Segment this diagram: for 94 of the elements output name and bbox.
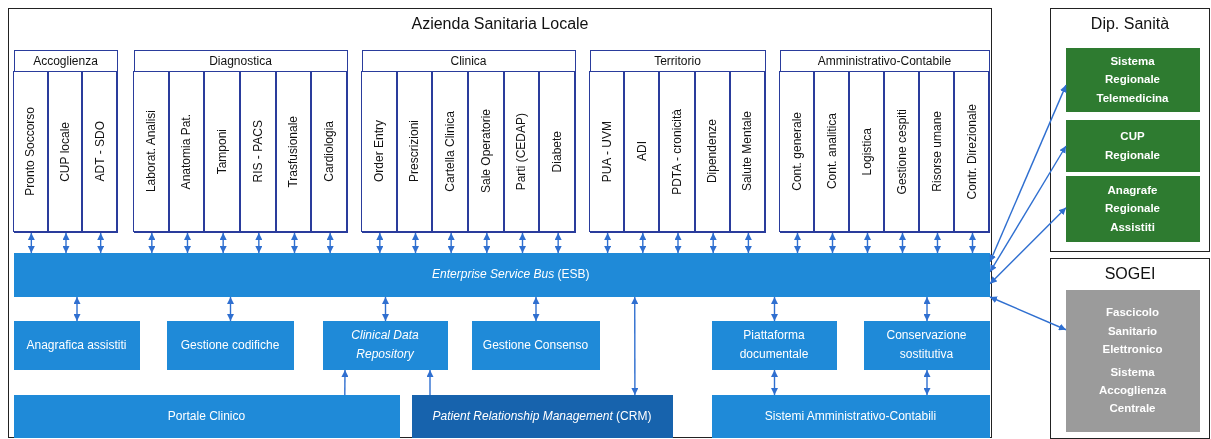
arrow: [519, 232, 526, 254]
arrow: [989, 145, 1067, 273]
service-block: Gestione codifiche: [166, 320, 294, 370]
system-name: Fascicolo Sanitario Elettronico: [1101, 305, 1164, 358]
arrow: [532, 296, 540, 322]
module-card: PUA - UVM: [589, 71, 625, 232]
module-card: Sale Operatorie: [468, 71, 504, 232]
arrow: [426, 369, 434, 396]
arrow: [771, 369, 778, 396]
arrow: [341, 369, 349, 396]
arrow: [899, 232, 906, 254]
department-panel: [1050, 258, 1210, 439]
arrow: [744, 232, 752, 254]
panel-title: Azienda Sanitaria Locale: [410, 15, 590, 33]
module-card: Anatomia Pat.: [168, 71, 205, 232]
service-bus-bar: Enterprise Service Bus (ESB): [13, 252, 990, 297]
module-card: Tamponi: [204, 71, 240, 232]
service-block: Portale Clinico: [13, 394, 400, 438]
category-group: [779, 49, 990, 233]
system-block: [1065, 289, 1200, 432]
arrow: [829, 232, 836, 254]
arrow: [255, 232, 263, 254]
system-block: Anagrafe Regionale Assistiti: [1065, 175, 1200, 242]
arrow: [382, 296, 389, 322]
module-card: ADT - SDO: [82, 71, 117, 232]
arrow: [27, 232, 35, 254]
module-card: PDTA - cronicità: [659, 71, 695, 232]
service-block: Piattaforma documentale: [711, 320, 837, 370]
module-card: Cont. generale: [779, 71, 814, 232]
system-name: Sistema Accoglienza Centrale: [1097, 364, 1168, 417]
module-card: RIS - PACS: [240, 71, 276, 232]
arrow: [326, 232, 334, 254]
arrow: [604, 232, 612, 254]
arrow: [62, 232, 70, 254]
module-card: Order Entry: [361, 71, 397, 232]
module-card: Risorse umane: [919, 71, 954, 232]
module-card: ADI: [624, 71, 660, 232]
arrow: [184, 232, 191, 254]
arrow: [631, 296, 639, 396]
arrow: [923, 296, 931, 322]
arrow: [674, 232, 682, 254]
module-card: Gestione cespiti: [884, 71, 919, 232]
arrow: [771, 296, 778, 322]
arrow: [969, 232, 976, 254]
module-card: Diabete: [539, 71, 575, 232]
arrow: [989, 84, 1067, 263]
system-block: Sistema Regionale Telemedicina: [1065, 47, 1200, 112]
arrow: [412, 232, 419, 254]
module-card: Parti (CEDAP): [503, 71, 540, 232]
arrow: [794, 232, 801, 254]
arrow: [97, 232, 105, 254]
category-group: [133, 49, 348, 233]
module-card: Pronto Soccorso: [13, 71, 48, 232]
service-block: Sistemi Amministrativo-Contabili: [711, 394, 990, 438]
service-block: Gestione Consenso: [471, 320, 600, 370]
category-group: [361, 49, 576, 233]
arrow: [483, 232, 491, 254]
module-card: Contr. Direzionale: [954, 71, 989, 232]
module-card: Cartella Clinica: [432, 71, 468, 232]
arrow: [148, 232, 156, 254]
category-group: [13, 49, 118, 233]
arrow: [554, 232, 562, 254]
service-block: Conservazione sostitutiva: [863, 320, 990, 370]
arrow: [227, 296, 234, 322]
module-card: Salute Mentale: [729, 71, 765, 232]
arrow: [709, 232, 717, 254]
arrow: [447, 232, 455, 254]
module-card: Cont. analitica: [814, 71, 849, 232]
module-card: Trasfusionale: [275, 71, 312, 232]
organization-panel: [8, 8, 992, 438]
arrow: [989, 296, 1067, 331]
department-panel: [1050, 8, 1210, 252]
arrow: [923, 369, 931, 396]
panel-title: Dip. Sanità: [1089, 15, 1171, 33]
service-block: Patient Relationship Management (CRM): [411, 394, 673, 438]
system-block: CUP Regionale: [1065, 119, 1200, 172]
module-card: Dipendenze: [694, 71, 730, 232]
service-block: Anagrafica assistiti: [13, 320, 140, 370]
arrow: [864, 232, 871, 254]
panel-title: SOGEI: [1103, 265, 1157, 283]
module-card: CUP locale: [47, 71, 83, 232]
arrow: [376, 232, 384, 254]
arrow: [219, 232, 227, 254]
module-card: Logistica: [849, 71, 884, 232]
category-group: [589, 49, 766, 233]
arrow: [934, 232, 941, 254]
service-block: Clinical Data Repository: [322, 320, 448, 370]
module-card: Laborat. Analisi: [133, 71, 169, 232]
module-card: Prescrizioni: [396, 71, 433, 232]
arrow: [639, 232, 647, 254]
module-card: Cardiologia: [311, 71, 347, 232]
arrow: [989, 207, 1067, 285]
arrow: [291, 232, 298, 254]
arrow: [73, 296, 81, 322]
